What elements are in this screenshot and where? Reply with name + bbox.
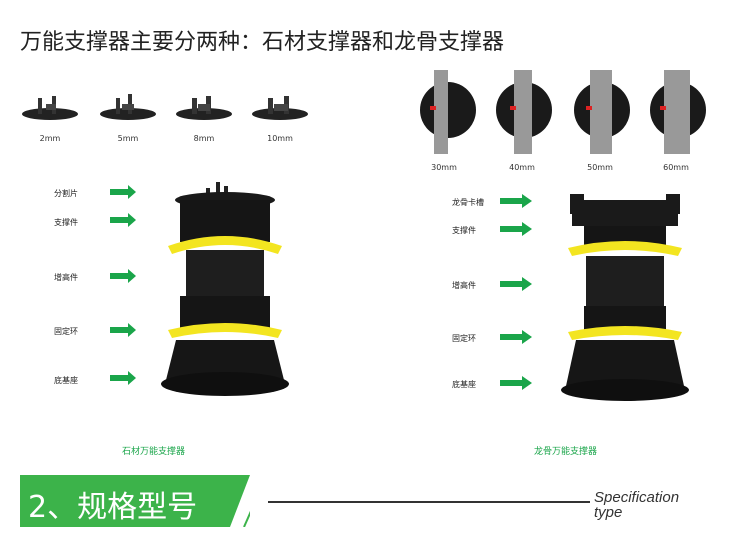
green-arrow-icon [110,185,136,199]
stone-arrow-group [110,185,136,385]
stone-pedestal-image [161,182,289,396]
section-title: 2、规格型号 [28,490,198,525]
shim-8mm-image [176,96,232,120]
spec-subtitle: Specification type [594,490,679,520]
shim-10mm-image [252,96,308,120]
joist-label-support: 支撑件 [452,226,476,235]
green-arrow-icon [110,269,136,283]
size-label-10mm: 10mm [267,134,293,143]
green-arrow-icon [500,277,532,291]
joist-head-50mm-image [574,70,630,154]
stone-label-support: 支撑件 [54,218,78,227]
joist-label-ring: 固定环 [452,334,476,343]
stone-shim-row [22,94,308,120]
divider-line [268,501,590,503]
stone-label-divider: 分割片 [54,189,78,198]
size-label-8mm: 8mm [193,134,215,143]
joist-label-extender: 增高件 [452,281,476,290]
shim-5mm-image [100,94,156,120]
stone-label-base: 底基座 [54,376,78,385]
size-label-40mm: 40mm [509,163,535,172]
size-label-50mm: 50mm [587,163,613,172]
size-label-2mm: 2mm [39,134,61,143]
green-arrow-icon [110,213,136,227]
green-arrow-icon [500,330,532,344]
joist-head-40mm-image [496,70,552,154]
joist-label-slot: 龙骨卡槽 [452,198,484,207]
green-arrow-icon [500,222,532,236]
joist-head-row [420,70,706,154]
joist-caption: 龙骨万能支撑器 [534,447,598,457]
joist-pedestal-image [561,194,689,401]
page-title: 万能支撑器主要分两种：石材支撑器和龙骨支撑器 [20,30,505,55]
green-arrow-icon [110,371,136,385]
size-label-30mm: 30mm [431,163,457,172]
joist-arrow-group [500,194,532,390]
green-arrow-icon [500,194,532,208]
size-label-5mm: 5mm [117,134,139,143]
joist-head-30mm-image [420,70,476,154]
spec-line-2: type [594,504,623,521]
size-label-60mm: 60mm [663,163,689,172]
shim-2mm-image [22,96,78,120]
stone-caption: 石材万能支撑器 [122,447,186,457]
stone-label-ring: 固定环 [54,327,78,336]
joist-head-60mm-image [650,70,706,154]
green-arrow-icon [110,323,136,337]
section-banner [20,475,250,527]
joist-label-base: 底基座 [452,380,476,389]
stone-label-extender: 增高件 [54,273,78,282]
green-arrow-icon [500,376,532,390]
spec-line-1: Specification [594,489,680,506]
